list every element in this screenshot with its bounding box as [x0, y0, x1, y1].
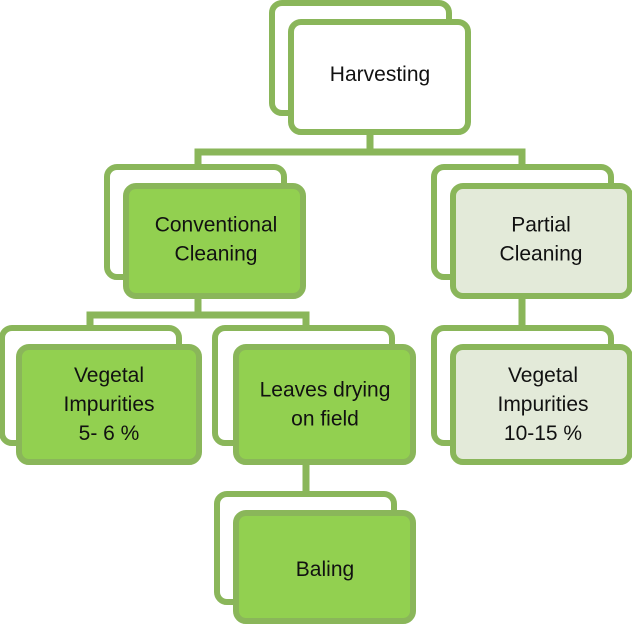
- impurities_conv-label-line: Vegetal: [74, 364, 144, 387]
- node-impurities-partial-front: [450, 344, 632, 465]
- impurities_conv-label-line: 5- 6 %: [79, 422, 140, 445]
- impurities_partial-label-line: Vegetal: [508, 364, 578, 387]
- partial-label-line: Partial: [511, 214, 571, 237]
- leaves-label-line: Leaves drying: [260, 379, 391, 402]
- node-harvesting-label: Harvesting: [330, 63, 430, 86]
- impurities_partial-label-line: Impurities: [497, 393, 588, 416]
- partial-label-line: Cleaning: [500, 243, 583, 266]
- node-leaves-drying: Leaves drying on field: [212, 325, 416, 465]
- node-partial-front: [450, 183, 632, 299]
- node-leaves-front: [233, 344, 416, 465]
- node-conventional-front: [123, 183, 306, 299]
- impurities_conv-label-line: Impurities: [63, 393, 154, 416]
- node-leaves-label: Leaves drying on field: [260, 379, 391, 431]
- node-harvesting: Harvesting: [269, 0, 471, 135]
- impurities_partial-label-line: 10-15 %: [504, 422, 582, 445]
- node-baling-front: [233, 510, 416, 624]
- node-harvesting-front: [288, 19, 471, 135]
- node-baling-label: Baling: [296, 558, 354, 581]
- harvesting-label-line: Harvesting: [330, 63, 430, 86]
- conventional-label-line: Conventional: [155, 214, 278, 237]
- conventional-label-line: Cleaning: [175, 243, 258, 266]
- node-baling: Baling: [214, 491, 416, 624]
- leaves-label-line: on field: [291, 408, 359, 431]
- node-impurities-conv-front: [16, 344, 202, 465]
- baling-label-line: Baling: [296, 558, 354, 581]
